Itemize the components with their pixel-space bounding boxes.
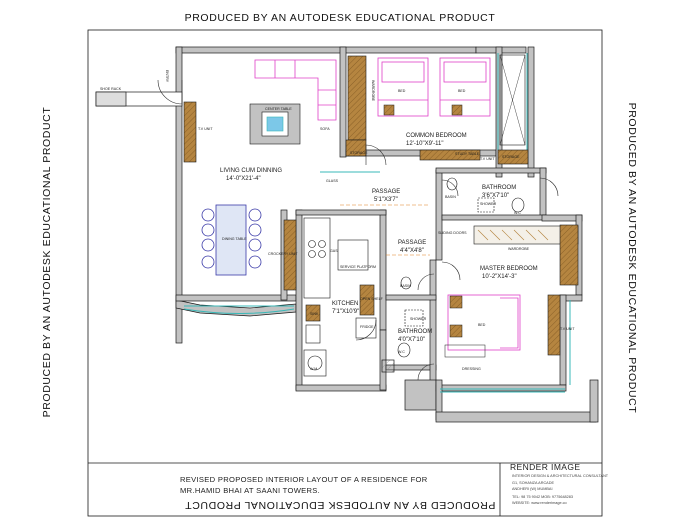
bathroom1-size: 3'6"X7'10" [482,193,509,199]
label-center-table: CENTER TABLE [265,107,292,111]
walls [175,46,599,423]
kitchen-fittings [303,217,377,377]
doors [157,79,559,381]
open-shelf [359,284,375,316]
firm-name: RENDER IMAGE [510,462,581,472]
dining-set [201,204,262,276]
bathroom2-name: BATHROOM [398,329,432,335]
watermark-right: PRODUCED BY AN AUTODESK EDUCATIONAL PROD… [626,102,638,414]
center-table [249,103,301,145]
tv-unit-living [183,101,197,163]
label-fridge: FRIDGE [360,325,374,329]
label-basin-1: BASIN [445,195,456,199]
wardrobe-master-side [559,224,579,286]
label-wardrobe-common: WARDROBE [371,80,375,102]
label-tv-unit-common: T.V UNIT [480,157,495,161]
sofa [254,59,337,121]
firm-address-2: ANDHERI (W) MUMBAI [512,487,553,491]
label-gas: GAS [330,249,338,253]
label-sofa: SOFA [320,127,330,131]
label-storage-common: STORAGE [350,151,368,155]
kitchen-unit [305,304,321,322]
label-shower-1: SHOWER [480,202,497,206]
label-wm: W.M [310,367,317,371]
label-shower-2: SHOWER [410,317,427,321]
label-sliding-doors: SLIDING DOORS [438,231,467,235]
firm-website: WEBSITE: www.renderimage.co [512,501,567,505]
study-table [419,149,481,161]
passage1-size: 5'1"X3'7" [374,197,398,203]
firm-tagline: INTERIOR DESIGN & ARCHITECTURAL CONSULTA… [512,474,609,478]
label-dressing: DRESSING [462,367,481,371]
label-study-table: STUDY TABLE [455,152,480,156]
crockery-unit [283,219,297,291]
kitchen-size: 7'1"X10'9" [332,309,359,315]
storage-right [497,149,529,165]
drawing-title-line2: MR.HAMID BHAI AT SAANI TOWERS. [180,486,321,495]
label-wc-1: W.C [514,211,521,215]
firm-address-1: G1, SOHANZA ARCADE [512,481,554,485]
bed-pillows [383,104,463,338]
label-service-platform: SERVICE PLATFORM [340,265,376,269]
passage2-size: 4'4"X4'8" [400,248,424,254]
label-bed-2: BED [458,89,466,93]
wardrobe-lines [477,229,549,241]
passage1-name: PASSAGE [372,189,400,195]
drawing-title-line1: REVISED PROPOSED INTERIOR LAYOUT OF A RE… [180,475,428,484]
wardrobe-common [347,55,367,141]
label-entry: ENTRY [165,70,169,83]
living-size: 14'-0"X21'-4" [226,176,261,182]
label-tv-unit-living: T.V UNIT [198,127,213,131]
label-tv-unit-master: T.V UNIT [560,327,575,331]
bathroom2-size: 4'0"X7'10" [398,337,425,343]
tv-unit-master [547,294,561,356]
bathroom1-name: BATHROOM [482,185,516,191]
common-bedroom-name: COMMON BEDROOM [406,133,467,139]
living-name: LIVING CUM DINNING [220,168,282,174]
label-storage-right: STORAGE [502,155,520,159]
label-wardrobe-master: WARDROBE [508,247,530,251]
passage-lines [340,204,430,256]
wood-units [183,55,579,356]
label-glass: GLASS [326,179,339,183]
label-dining-table: DINING TABLE [222,237,247,241]
common-bedroom-size: 12'-10"X9'-11" [406,141,443,147]
bathroom-fittings [397,177,525,358]
watermark-left: PRODUCED BY AN AUTODESK EDUCATIONAL PROD… [41,106,53,418]
windows [183,53,571,393]
master-bedroom-size: 10'-2"X14'-3" [482,274,517,280]
label-open-shelf: OPEN SHELF [360,297,384,301]
label-basin-2: BASIN [400,284,411,288]
label-bed-master: BED [478,323,486,327]
kitchen-name: KITCHEN [332,301,358,307]
watermark-bottom: PRODUCED BY AN AUTODESK EDUCATIONAL PROD… [184,499,496,511]
label-sink: SINK [310,312,319,316]
label-bed-1: BED [398,89,406,93]
sheet-border [87,29,603,517]
firm-phone: TEL: 98 75 9042 MOB: 9775648283 [512,495,574,499]
label-wc-2: W.C [398,350,405,354]
master-bedroom-name: MASTER BEDROOM [480,266,538,272]
passage2-name: PASSAGE [398,240,426,246]
master-bed [444,294,521,358]
watermark-top: PRODUCED BY AN AUTODESK EDUCATIONAL PROD… [184,12,496,24]
shoe-rack [95,91,183,107]
common-bedroom-beds [377,57,491,117]
label-crockery-unit: CROCKERY UNIT [268,252,298,256]
label-shoe-rack: SHOE RACK [100,87,122,91]
